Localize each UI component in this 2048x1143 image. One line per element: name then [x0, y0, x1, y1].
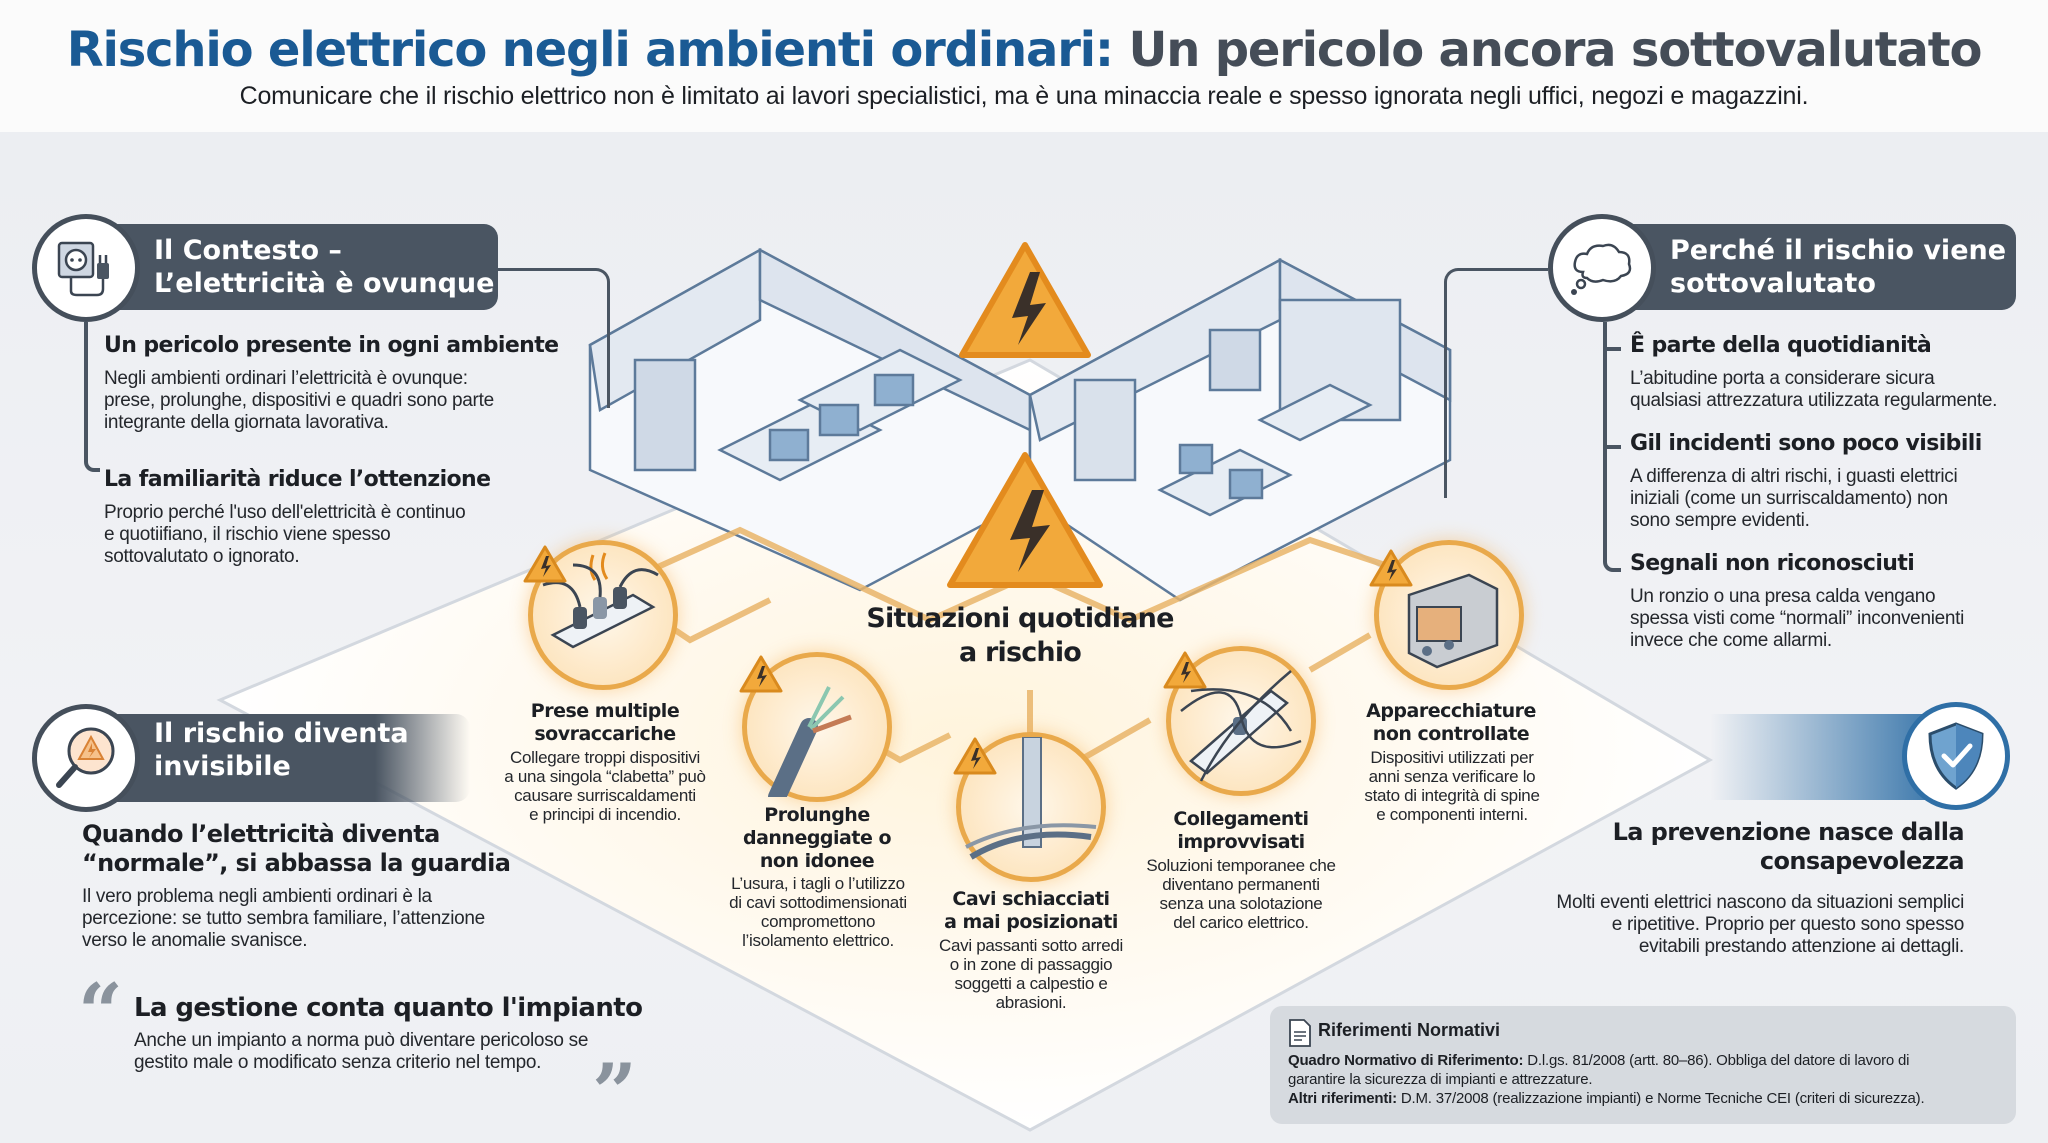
prevention-title: La prevenzione nasce dalla consapevolezz…: [1612, 818, 1965, 875]
risk-title: Collegamenti improvvisati: [1173, 808, 1309, 853]
title-primary: Rischio elettrico negli ambienti ordinar…: [66, 22, 1114, 78]
document-icon: [1289, 1019, 1311, 1047]
context-item-title: La familiarità riduce l’ottenzione: [104, 467, 491, 492]
warning-triangle-icon: [738, 654, 784, 699]
infographic-canvas: Il Contesto – L’elettricità è ovunque Un…: [0, 132, 2048, 1143]
risk-circle-improvised-connections: [1166, 646, 1316, 796]
risk-body: L’usura, i tagli o l’utilizzo di cavi so…: [729, 874, 907, 950]
warning-sign-icon: [947, 452, 1103, 588]
why-tree-branch: [1603, 347, 1621, 351]
tangled-power-strip-icon: [1180, 670, 1302, 782]
risk-title: Cavi schiacciati a mai posizionati: [944, 888, 1118, 933]
magnifier-warning-icon: [56, 727, 115, 788]
context-connector-right: [498, 268, 610, 408]
context-item-body: Negli ambienti ordinari l’elettricità è …: [104, 368, 494, 433]
risk-body: Collegare troppi dispositivi a una singo…: [504, 748, 706, 824]
invisible-title-line1: Il rischio diventa: [154, 718, 409, 749]
why-connector-left: [1444, 268, 1548, 498]
invisible-subtitle: Quando l’elettricità diventa “normale”, …: [82, 820, 511, 877]
risk-body: Dispositivi utilizzati per anni senza ve…: [1364, 748, 1540, 824]
close-quote-icon: ”: [592, 1047, 637, 1138]
context-section-header: Il Contesto – L’elettricità è ovunque: [100, 224, 498, 310]
page-title: Rischio elettrico negli ambienti ordinar…: [0, 18, 2048, 82]
thought-cloud-icon: [1571, 243, 1632, 295]
prevention-icon-circle: [1902, 702, 2010, 810]
references-text: Quadro Normativo di Riferimento: D.l.gs.…: [1288, 1052, 1925, 1107]
invisible-title-line2: invisibile: [154, 751, 291, 782]
why-item-body: L’abitudine porta a considerare sicura q…: [1630, 368, 1998, 411]
risk-title: Apparecchiature non controllate: [1366, 700, 1536, 745]
plug-socket-icon: [57, 241, 109, 297]
page-subtitle: Comunicare che il rischio elettrico non …: [239, 82, 1809, 110]
title-secondary: Un pericolo ancora sottovalutato: [1128, 22, 1982, 78]
context-item-title: Un pericolo presente in ogni ambiente: [104, 333, 559, 358]
risk-title: Prese multiple sovraccariche: [530, 700, 680, 745]
why-item-title: Segnali non riconosciuti: [1630, 551, 1915, 576]
why-title-line2: sottovalutato: [1670, 268, 1876, 299]
why-item-body: Un ronzio o una presa calda vengano spes…: [1630, 586, 1965, 651]
invisible-section-header: Il rischio diventa invisibile: [154, 717, 409, 783]
damaged-cable-icon: [768, 686, 852, 806]
shield-check-icon: [1928, 722, 1984, 790]
context-item-body: Proprio perché l'uso dell'elettricità è …: [104, 502, 466, 567]
context-title-line1: Il Contesto –: [154, 235, 342, 266]
why-item-body: A differenza di altri rischi, i guasti e…: [1630, 466, 1958, 531]
open-quote-icon: “: [78, 967, 123, 1058]
warning-sign-icon: [959, 242, 1091, 358]
why-tree-branch: [1603, 445, 1621, 449]
risk-body: Cavi passanti sotto arredi o in zone di …: [938, 936, 1123, 1012]
warning-triangle-icon: [952, 736, 998, 781]
old-appliance-icon: [1407, 573, 1499, 669]
why-item-title: Ê parte della quotidianità: [1630, 333, 1932, 358]
center-title: Situazioni quotidiane a rischio: [866, 603, 1174, 668]
crushed-cable-icon: [965, 736, 1097, 860]
warning-triangle-icon: [1162, 650, 1208, 695]
quote-title: La gestione conta quanto l'impianto: [134, 993, 643, 1023]
context-tree-line: [84, 322, 100, 472]
risk-body: Soluzioni temporanee che diventano perma…: [1146, 856, 1336, 932]
context-icon-circle: [32, 214, 140, 322]
quote-body: Anche un impianto a norma può diventare …: [134, 1030, 589, 1073]
why-section-header: Perché il rischio viene sottovalutato: [1600, 224, 2016, 310]
risk-title: Prolunghe danneggiate o non idonee: [742, 804, 892, 872]
why-icon-circle: [1548, 214, 1656, 322]
header: Rischio elettrico negli ambienti ordinar…: [0, 0, 2048, 132]
references-title: Riferimenti Normativi: [1318, 1020, 1501, 1040]
warning-triangle-icon: [522, 544, 568, 589]
why-title-line1: Perché il rischio viene: [1670, 235, 2007, 266]
warning-triangle-icon: [1368, 548, 1414, 593]
context-title-line2: L’elettricità è ovunque: [154, 268, 495, 299]
prevention-body: Molti eventi elettrici nascono da situaz…: [1556, 892, 1964, 957]
invisible-icon-circle: [32, 704, 140, 812]
invisible-body: Il vero problema negli ambienti ordinari…: [82, 886, 485, 951]
overloaded-power-strip-icon: [542, 552, 659, 649]
references-box: Riferimenti Normativi Quadro Normativo d…: [1270, 1006, 2016, 1124]
why-item-title: Gil incidenti sono poco visibili: [1630, 431, 1982, 456]
